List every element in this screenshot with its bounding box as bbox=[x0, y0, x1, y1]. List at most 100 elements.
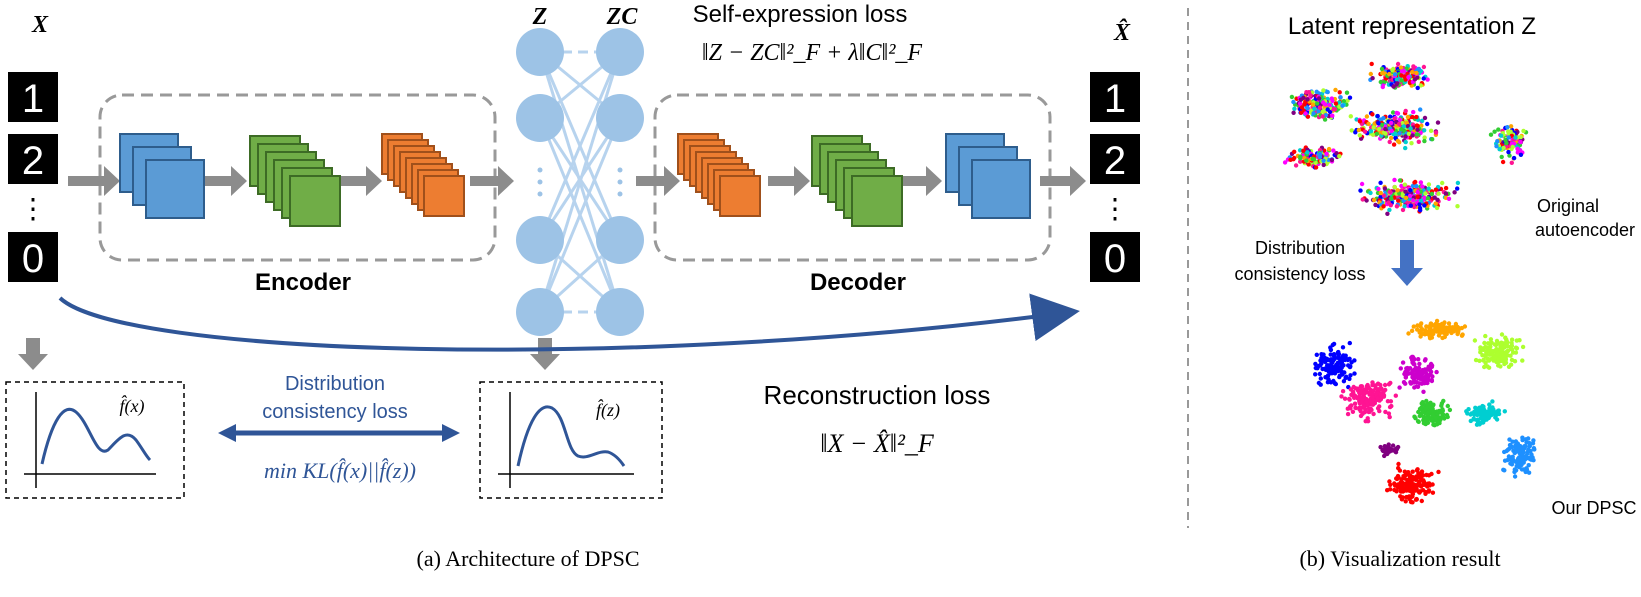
digit-tile-2 bbox=[8, 134, 58, 184]
scatter-point bbox=[1340, 103, 1345, 108]
self-expression-edges bbox=[538, 50, 622, 314]
scatter-point bbox=[1394, 476, 1399, 481]
scatter-point bbox=[1303, 111, 1308, 116]
scatter-point bbox=[1377, 126, 1382, 132]
scatter-point bbox=[1376, 186, 1381, 192]
scatter-point bbox=[1489, 340, 1494, 345]
scatter-point bbox=[1418, 83, 1424, 88]
scatter-point bbox=[1331, 352, 1337, 357]
scatter-point bbox=[1426, 186, 1431, 191]
scatter-point bbox=[1378, 397, 1384, 402]
scatter-point bbox=[1388, 482, 1393, 487]
scatter-point bbox=[1329, 157, 1335, 163]
scatter-point bbox=[1442, 334, 1448, 340]
scatter-point bbox=[1508, 353, 1513, 358]
scatter-point bbox=[1316, 109, 1321, 114]
scatter-point bbox=[1387, 207, 1392, 213]
scatter-point bbox=[1375, 396, 1380, 401]
scatter-point bbox=[1496, 341, 1501, 346]
scatter-point bbox=[1385, 211, 1390, 216]
scatter-point bbox=[1428, 361, 1434, 367]
scatter-point bbox=[1507, 153, 1512, 158]
scatter-point bbox=[1415, 419, 1421, 424]
scatter-point bbox=[1331, 341, 1337, 347]
encoder-orange-stack bbox=[381, 133, 465, 217]
scatter-point bbox=[1388, 487, 1393, 492]
digit-ellipsis: ⋮ bbox=[19, 193, 47, 224]
scatter-point bbox=[1403, 139, 1408, 145]
scatter-point bbox=[1419, 405, 1424, 410]
scatter-point bbox=[1379, 122, 1385, 128]
scatter-point bbox=[1419, 369, 1424, 375]
scatter-point bbox=[1383, 387, 1388, 393]
scatter-point bbox=[1411, 65, 1416, 71]
scatter-point bbox=[1344, 90, 1350, 95]
scatter-point bbox=[1502, 468, 1507, 473]
scatter-point bbox=[1383, 131, 1388, 136]
scatter-point bbox=[1407, 193, 1413, 199]
arrow-dec-1 bbox=[768, 166, 810, 196]
scatter-point bbox=[1370, 382, 1375, 388]
scatter-point bbox=[1399, 497, 1405, 502]
scatter-point bbox=[1445, 414, 1450, 420]
scatter-point bbox=[1408, 381, 1414, 386]
scatter-point bbox=[1406, 131, 1412, 136]
scatter-point bbox=[1500, 159, 1506, 165]
scatter-point bbox=[1351, 384, 1356, 390]
scatter-point bbox=[1371, 125, 1376, 130]
zc-label: ZC bbox=[606, 4, 639, 30]
scatter-point bbox=[1502, 409, 1508, 414]
scatter-point bbox=[1429, 471, 1434, 477]
scatter-point bbox=[1409, 481, 1415, 486]
out-digit-1: 1 bbox=[1104, 77, 1126, 121]
scatter-point bbox=[1393, 135, 1398, 141]
scatter-point bbox=[1378, 79, 1384, 85]
scatter-point bbox=[1322, 117, 1328, 122]
scatter-point bbox=[1515, 146, 1520, 151]
distribution-double-arrow bbox=[218, 424, 460, 442]
scatter-point bbox=[1415, 189, 1420, 195]
scatter-point bbox=[1507, 442, 1513, 448]
scatter-point bbox=[1394, 446, 1399, 451]
scatter-point bbox=[1498, 364, 1503, 369]
scatter-point bbox=[1443, 191, 1449, 196]
scatter-point bbox=[1403, 381, 1408, 386]
scatter-point bbox=[1487, 411, 1492, 417]
scatter-point bbox=[1343, 375, 1348, 381]
scatter-point bbox=[1503, 350, 1508, 355]
scatter-point bbox=[1388, 380, 1393, 386]
scatter-point bbox=[1447, 328, 1453, 333]
scatter-point bbox=[1503, 335, 1508, 340]
scatter-point bbox=[1447, 407, 1453, 413]
encoder-green-stack bbox=[249, 135, 341, 227]
scatter-point bbox=[1298, 159, 1303, 164]
scatter-point bbox=[1501, 145, 1506, 151]
viz-loss-label-2: consistency loss bbox=[1234, 264, 1365, 284]
scatter-point bbox=[1347, 364, 1353, 370]
scatter-point bbox=[1417, 361, 1422, 367]
scatter-point bbox=[1424, 324, 1429, 329]
scatter-point bbox=[1371, 197, 1377, 203]
scatter-point bbox=[1389, 403, 1394, 409]
scatter-point bbox=[1403, 108, 1408, 114]
scatter-point bbox=[1371, 411, 1376, 417]
scatter-point bbox=[1392, 184, 1398, 190]
z-nodes bbox=[516, 28, 644, 336]
scatter-point bbox=[1489, 349, 1494, 354]
scatter-point bbox=[1316, 363, 1322, 369]
scatter-point bbox=[1422, 128, 1427, 133]
scatter-point bbox=[1422, 138, 1427, 144]
scatter-point bbox=[1425, 121, 1430, 127]
scatter-point bbox=[1301, 148, 1306, 153]
scatter-point bbox=[1380, 84, 1386, 90]
scatter-point bbox=[1395, 188, 1400, 193]
scatter-point bbox=[1374, 391, 1380, 396]
distribution-loss-line2: consistency loss bbox=[262, 401, 408, 423]
viz-original-label-1: Original bbox=[1537, 196, 1599, 216]
scatter-point bbox=[1397, 178, 1403, 183]
scatter-point bbox=[1459, 333, 1465, 338]
arrow-out bbox=[1040, 166, 1086, 196]
scatter-point bbox=[1436, 469, 1441, 475]
scatter-point bbox=[1428, 405, 1434, 410]
scatter-point bbox=[1362, 129, 1368, 134]
